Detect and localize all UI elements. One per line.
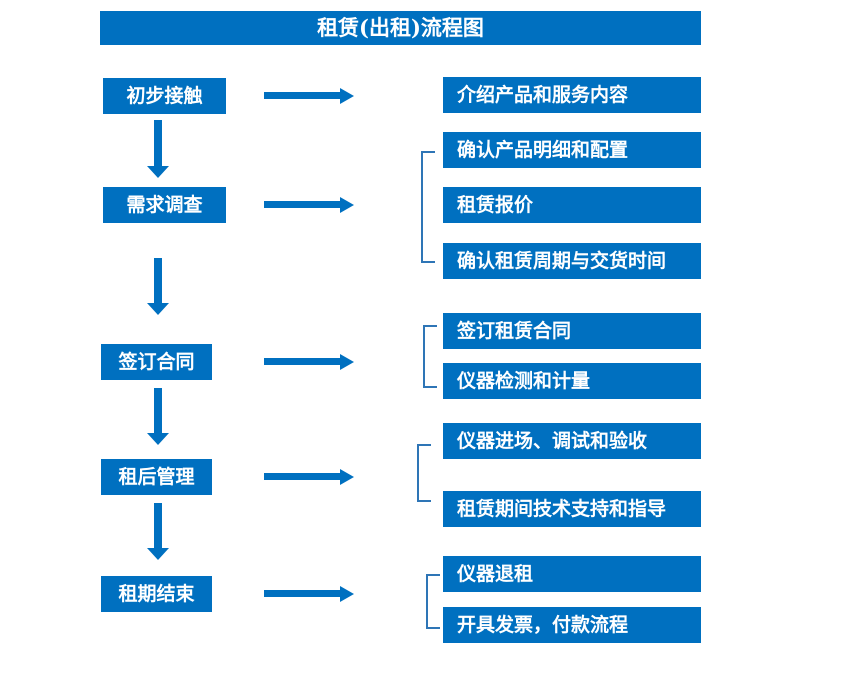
arrow-shaft: [264, 201, 341, 208]
arrow-head-icon: [340, 586, 354, 602]
stage-box-initial-contact: 初步接触: [103, 78, 226, 114]
arrow-shaft: [264, 358, 341, 365]
detail-box-introduce-products-services: 介绍产品和服务内容: [443, 77, 701, 113]
arrow-head-icon: [147, 166, 169, 178]
right-arrow: [264, 586, 354, 602]
arrow-shaft: [154, 120, 162, 166]
group-bracket: [417, 444, 431, 502]
flowchart-title: 租赁(出租)流程图: [100, 11, 701, 45]
detail-box-confirm-product-details: 确认产品明细和配置: [443, 132, 701, 168]
down-arrow: [147, 388, 169, 445]
right-arrow: [264, 197, 354, 213]
arrow-head-icon: [340, 197, 354, 213]
arrow-head-icon: [147, 433, 169, 445]
right-arrow: [264, 88, 354, 104]
stage-box-sign-contract: 签订合同: [101, 344, 212, 380]
group-bracket: [423, 325, 437, 388]
detail-box-instrument-arrival-acceptance: 仪器进场、调试和验收: [443, 423, 701, 459]
stage-box-demand-survey: 需求调查: [103, 187, 226, 223]
right-arrow: [264, 354, 354, 370]
arrow-shaft: [154, 388, 162, 433]
group-bracket: [426, 574, 440, 629]
stage-box-post-rental-management: 租后管理: [101, 459, 212, 495]
down-arrow: [147, 503, 169, 560]
detail-box-instrument-return: 仪器退租: [443, 556, 701, 592]
arrow-shaft: [154, 258, 162, 303]
arrow-head-icon: [147, 548, 169, 560]
detail-box-invoice-payment-process: 开具发票，付款流程: [443, 607, 701, 643]
arrow-shaft: [264, 590, 341, 597]
detail-box-confirm-rental-period-delivery: 确认租赁周期与交货时间: [443, 243, 701, 279]
detail-box-sign-rental-contract: 签订租赁合同: [443, 313, 701, 349]
arrow-head-icon: [340, 354, 354, 370]
arrow-head-icon: [340, 88, 354, 104]
arrow-head-icon: [147, 303, 169, 315]
detail-box-instrument-testing-metering: 仪器检测和计量: [443, 363, 701, 399]
arrow-head-icon: [340, 469, 354, 485]
down-arrow: [147, 120, 169, 178]
arrow-shaft: [264, 473, 341, 480]
detail-box-rental-quotation: 租赁报价: [443, 187, 701, 223]
detail-box-technical-support-guidance: 租赁期间技术支持和指导: [443, 491, 701, 527]
arrow-shaft: [154, 503, 162, 548]
down-arrow: [147, 258, 169, 315]
right-arrow: [264, 469, 354, 485]
group-bracket: [421, 151, 435, 263]
arrow-shaft: [264, 92, 341, 99]
stage-box-rental-end: 租期结束: [101, 576, 212, 612]
